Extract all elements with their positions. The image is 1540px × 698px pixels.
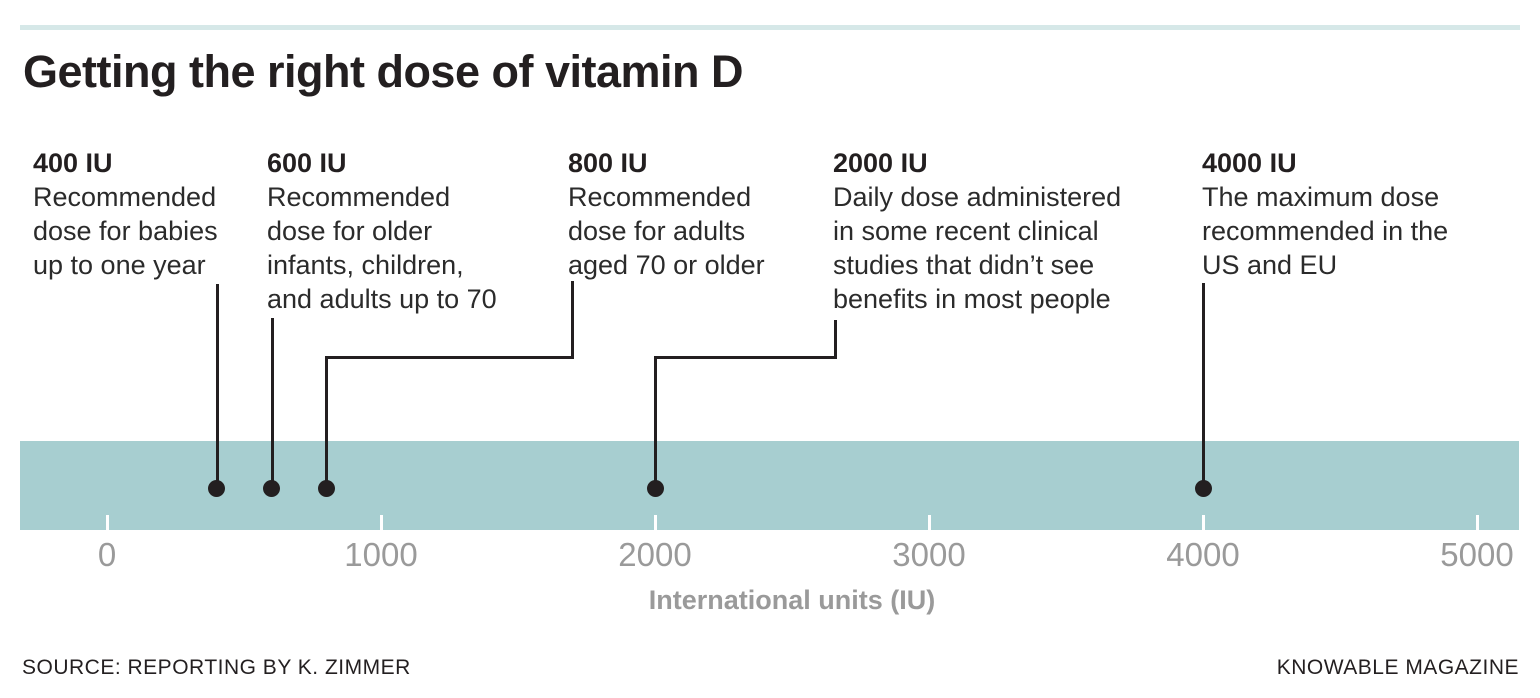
annotation-400-iu: 400 IU Recommended dose for babies up to… <box>33 146 218 282</box>
annotation-description: Daily dose administered in some recent c… <box>833 182 1122 314</box>
data-point-dot <box>646 479 664 497</box>
annotation-description: The maximum dose recommended in the US a… <box>1202 182 1449 280</box>
axis-tick-label: 1000 <box>344 536 418 573</box>
leader-line-vertical <box>833 320 837 359</box>
axis-tick-label: 3000 <box>892 536 966 573</box>
annotation-value-label: 4000 IU <box>1202 148 1297 178</box>
annotation-value-label: 400 IU <box>33 148 113 178</box>
leader-line-vertical <box>1201 283 1205 488</box>
annotation-value-label: 2000 IU <box>833 148 928 178</box>
leader-line-horizontal <box>324 356 574 359</box>
data-point-dot <box>208 479 226 497</box>
annotation-800-iu: 800 IU Recommended dose for adults aged … <box>568 146 765 282</box>
axis-tick-label: 4000 <box>1166 536 1240 573</box>
leader-line-horizontal <box>653 356 837 359</box>
axis-tick-label: 2000 <box>618 536 692 573</box>
annotation-value-label: 600 IU <box>267 148 347 178</box>
annotation-description: Recommended dose for older infants, chil… <box>267 182 497 314</box>
annotation-4000-iu: 4000 IU The maximum dose recommended in … <box>1202 146 1448 282</box>
magazine-credit: KNOWABLE MAGAZINE <box>1276 656 1519 679</box>
axis-tick-label: 5000 <box>1440 536 1514 573</box>
top-accent-rule <box>20 25 1520 30</box>
leader-line-vertical <box>653 356 657 488</box>
axis-tick-mark <box>653 515 657 530</box>
chart-title: Getting the right dose of vitamin D <box>23 46 744 97</box>
axis-tick-mark <box>927 515 931 530</box>
data-point-dot <box>1194 479 1212 497</box>
annotation-value-label: 800 IU <box>568 148 648 178</box>
annotation-600-iu: 600 IU Recommended dose for older infant… <box>267 146 497 316</box>
leader-line-vertical <box>324 356 328 488</box>
x-axis-title: International units (IU) <box>648 585 936 615</box>
axis-tick-mark <box>105 515 109 530</box>
leader-line-vertical <box>570 281 574 359</box>
axis-tick-mark <box>379 515 383 530</box>
data-point-dot <box>317 479 335 497</box>
source-credit: SOURCE: REPORTING BY K. ZIMMER <box>22 656 411 679</box>
annotation-description: Recommended dose for babies up to one ye… <box>33 182 218 280</box>
leader-line-vertical <box>215 284 219 488</box>
leader-line-vertical <box>270 318 274 488</box>
axis-tick-mark <box>1201 515 1205 530</box>
axis-tick-label: 0 <box>97 536 117 573</box>
annotation-2000-iu: 2000 IU Daily dose administered in some … <box>833 146 1121 316</box>
annotation-description: Recommended dose for adults aged 70 or o… <box>568 182 765 280</box>
data-point-dot <box>262 479 280 497</box>
dose-range-band <box>20 441 1519 530</box>
axis-tick-mark <box>1475 515 1479 530</box>
